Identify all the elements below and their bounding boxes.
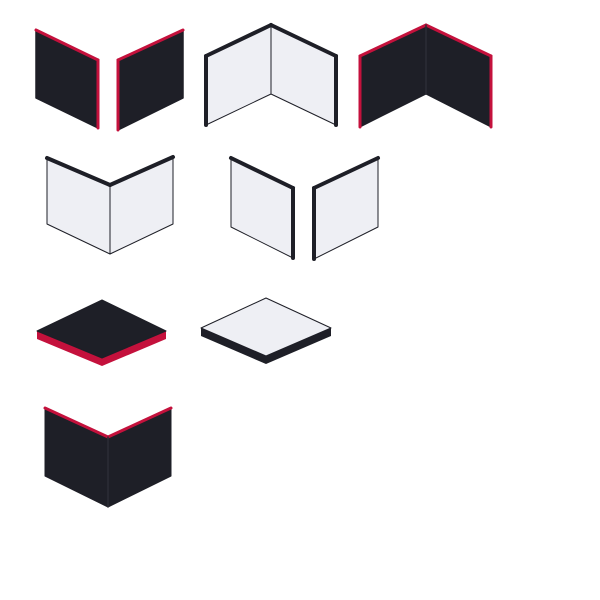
left-wall-accent-edge <box>34 28 100 62</box>
floor-top-face <box>200 297 332 357</box>
dark-open-corner-tile <box>43 406 173 508</box>
dark-split-walls-tile <box>34 28 185 132</box>
top-right-accent-edge <box>106 406 173 439</box>
light-floor-tile <box>200 297 332 364</box>
dark-floor-tile <box>36 299 167 366</box>
floor-right-thickness <box>102 331 166 366</box>
floor-left-thickness <box>201 328 266 364</box>
dark-corner-walls-tile <box>358 23 493 129</box>
floor-left-thickness <box>37 331 102 366</box>
top-right-edge <box>269 23 338 58</box>
top-left-accent-edge <box>43 406 110 439</box>
light-split-walls-tile <box>229 156 380 261</box>
top-right-accent-edge <box>424 23 493 58</box>
left-wall-top-edge <box>229 156 295 190</box>
top-right-edge <box>108 155 175 187</box>
floor-right-thickness <box>266 328 331 364</box>
right-wall-top-edge <box>312 156 380 190</box>
top-left-edge <box>204 23 273 58</box>
right-wall-accent-edge <box>116 28 185 62</box>
floor-top-face <box>36 299 167 359</box>
top-left-accent-edge <box>358 23 428 58</box>
top-left-edge <box>45 156 112 187</box>
light-corner-walls-tile <box>204 23 338 127</box>
light-open-corner-tile <box>45 155 175 255</box>
